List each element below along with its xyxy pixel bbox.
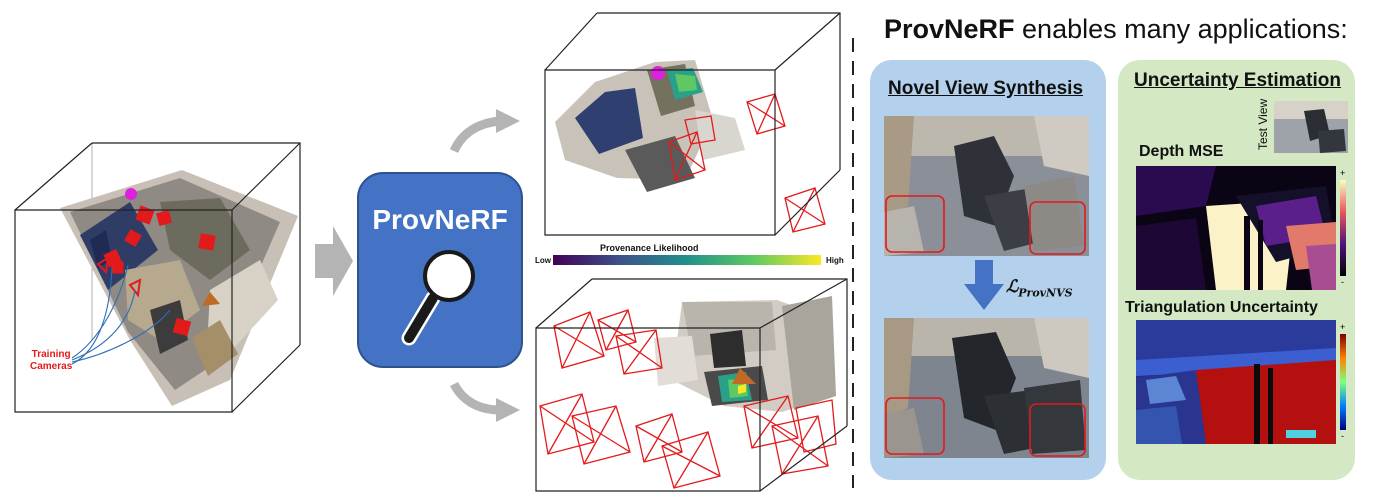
tri-scale-minus: - <box>1341 431 1344 441</box>
depth-mse-label: Depth MSE <box>1139 143 1224 160</box>
magnifier-icon <box>401 250 475 346</box>
dashed-separator <box>852 38 854 488</box>
triangulation-uncertainty-heatmap <box>1136 320 1336 444</box>
loss-subscript: ProvNVS <box>1018 286 1073 300</box>
heading-rest: enables many applications: <box>1014 14 1348 44</box>
provenance-scene-lower <box>535 278 848 492</box>
depth-scale-minus: - <box>1341 277 1344 287</box>
nvs-before-image <box>884 116 1089 256</box>
provnerf-title: ProvNeRF <box>372 204 508 235</box>
nvs-loss-label: ℒProvNVS <box>1006 277 1073 299</box>
upper-curved-arrow-icon <box>450 109 520 154</box>
loss-symbol: ℒ <box>1006 277 1019 297</box>
depth-scale-bar <box>1340 180 1346 276</box>
training-scene-box <box>14 142 301 413</box>
depth-mse-heatmap <box>1136 166 1336 290</box>
down-arrow-icon <box>964 260 1004 310</box>
nvs-after-image <box>884 318 1089 458</box>
colorbar-low-label: Low <box>535 256 551 265</box>
lower-curved-arrow-icon <box>450 381 520 422</box>
right-arrow-icon <box>315 226 353 296</box>
colorbar-high-label: High <box>826 256 844 265</box>
test-view-image <box>1274 101 1348 153</box>
nvs-title: Novel View Synthesis <box>888 78 1084 99</box>
depth-scale-plus: + <box>1340 168 1346 178</box>
heading-bold: ProvNeRF <box>884 14 1015 44</box>
tri-scale-plus: + <box>1340 322 1346 332</box>
provnerf-box: ProvNeRF <box>357 172 523 368</box>
colorbar-title: Provenance Likelihood <box>600 243 699 253</box>
provenance-scene-upper <box>544 12 841 236</box>
triangulation-scale-bar <box>1340 334 1346 430</box>
training-cameras-label: Training Cameras <box>30 349 73 372</box>
applications-heading: ProvNeRF enables many applications: <box>884 14 1348 45</box>
test-view-label: Test View <box>1256 98 1270 150</box>
triangulation-uncertainty-label: Triangulation Uncertainty <box>1125 299 1318 316</box>
provenance-colorbar <box>553 255 821 265</box>
uncertainty-title: Uncertainty Estimation <box>1134 70 1341 91</box>
